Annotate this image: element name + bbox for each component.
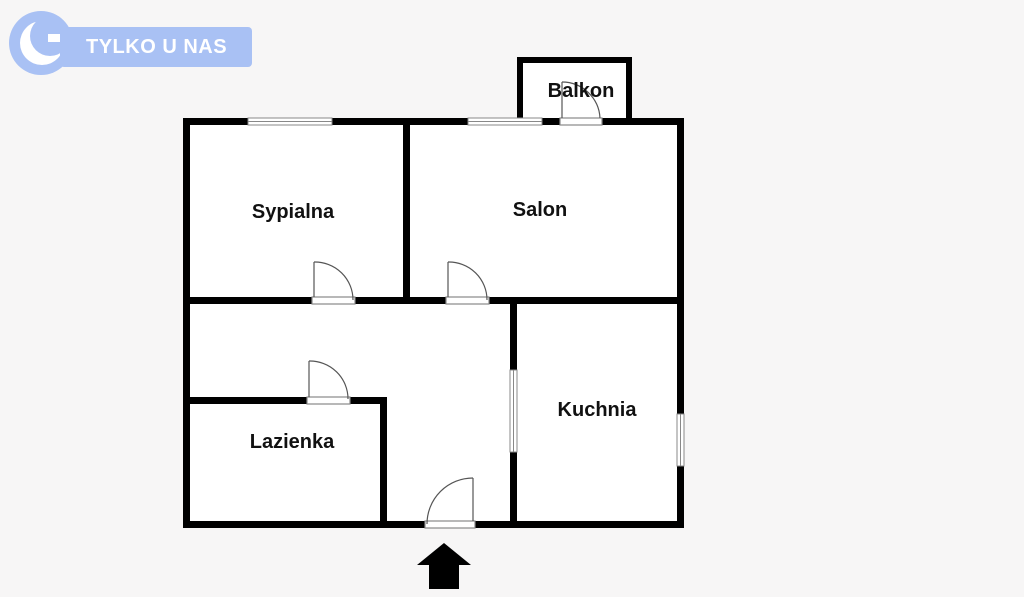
- door-sypialna: [311, 261, 356, 305]
- door-balkon: [559, 81, 603, 126]
- floor-area: [186, 60, 681, 525]
- room-label-kuchnia: Kuchnia: [558, 399, 638, 421]
- room-label-sypialna: Sypialna: [252, 201, 335, 223]
- room-label-lazienka: Lazienka: [250, 431, 335, 453]
- promo-badge: TYLKO U NAS: [8, 10, 258, 80]
- windows: [247, 117, 685, 467]
- doors: [306, 81, 603, 529]
- promo-badge-pill: TYLKO U NAS: [60, 27, 252, 67]
- door-entrance: [424, 477, 476, 529]
- kuchnia-label-bg: [540, 394, 658, 422]
- door-salon: [445, 261, 490, 305]
- room-label-salon: Salon: [513, 199, 567, 221]
- room-label-balkon: Balkon: [548, 80, 615, 102]
- entrance-arrow-icon: [417, 543, 471, 589]
- door-lazienka: [306, 360, 351, 405]
- promo-badge-text: TYLKO U NAS: [86, 35, 228, 58]
